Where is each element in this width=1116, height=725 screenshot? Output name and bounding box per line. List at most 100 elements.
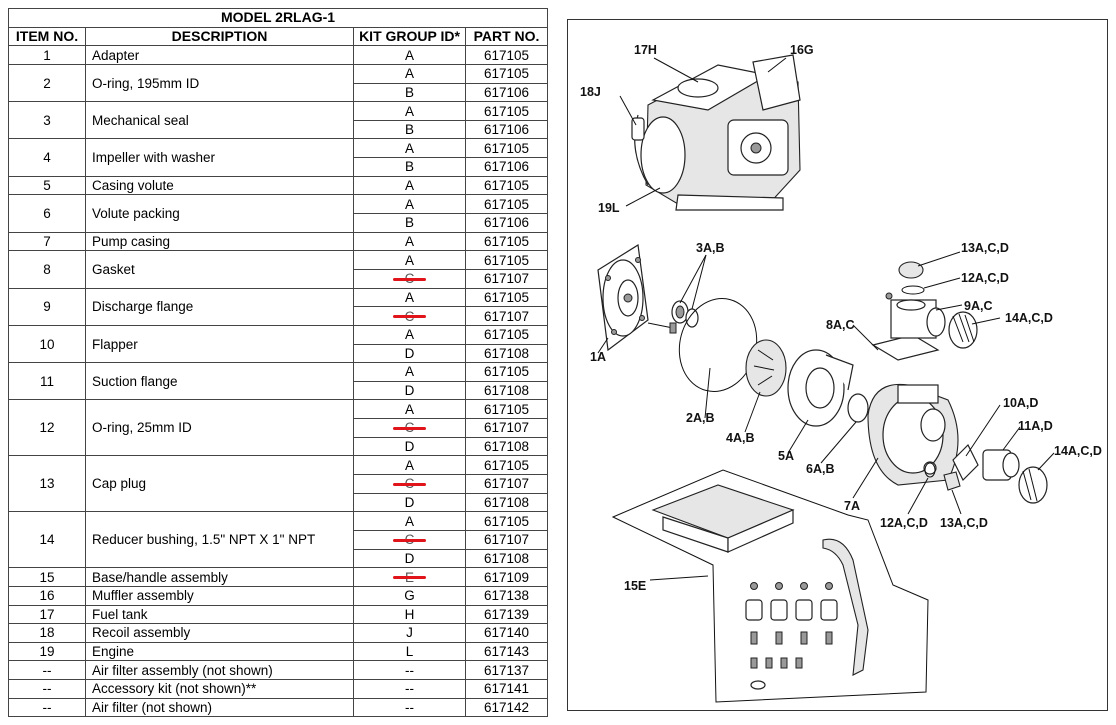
item-no-cell: 4	[8, 138, 86, 177]
description-cell: Accessory kit (not shown)**	[85, 679, 354, 699]
struck-kit-id: C	[392, 271, 426, 287]
base-handle-illustration	[611, 469, 929, 703]
kit-group-cell: A	[353, 287, 466, 308]
part-no-cell: 617139	[464, 604, 549, 625]
kit-group-cell: A	[353, 324, 466, 345]
struck-kit-id: C	[392, 308, 426, 324]
callout-14acd-top: 14A,C,D	[1005, 311, 1053, 325]
kit-group-cell: A	[353, 362, 466, 382]
callout-5a: 5A	[778, 449, 794, 463]
kit-group-cell: B	[353, 157, 466, 177]
item-no-cell: 5	[8, 175, 86, 196]
kit-group-cell: C	[353, 418, 466, 438]
kit-group-cell: D	[353, 343, 466, 364]
description-cell: O-ring, 25mm ID	[85, 399, 354, 457]
suction-flange-illustration	[952, 443, 1048, 504]
kit-group-cell: A	[353, 194, 466, 215]
kit-group-cell: C	[353, 268, 466, 289]
description-cell: Muffler assembly	[85, 585, 354, 606]
part-no-cell: 617108	[464, 548, 549, 569]
model-title: MODEL 2RLAG-1	[7, 8, 549, 28]
item-no-cell: 14	[8, 511, 86, 569]
kit-group-cell: A	[353, 250, 466, 270]
part-no-cell: 617105	[464, 101, 549, 121]
rubber-feet-illustration	[745, 582, 838, 690]
table-row: --Air filter assembly (not shown)--61713…	[8, 660, 549, 681]
description-cell: Flapper	[85, 324, 354, 364]
callout-3ab: 3A,B	[696, 241, 724, 255]
impeller-illustration	[745, 339, 787, 397]
adapter-illustration	[597, 243, 677, 352]
part-no-cell: 617106	[464, 213, 549, 233]
kit-group-cell: B	[353, 119, 466, 140]
item-no-cell: 15	[8, 567, 86, 587]
item-no-cell: --	[8, 660, 86, 681]
cap-plug-low-illustration	[943, 471, 961, 491]
description-cell: Fuel tank	[85, 604, 354, 625]
part-no-cell: 617108	[464, 380, 549, 401]
kit-group-cell: B	[353, 82, 466, 103]
callout-10ad: 10A,D	[1003, 396, 1038, 410]
part-no-cell: 617105	[464, 362, 549, 382]
kit-group-cell: J	[353, 623, 466, 643]
kit-group-cell: H	[353, 604, 466, 625]
small-oring-top-illustration	[901, 285, 925, 295]
part-no-cell: 617107	[464, 306, 549, 326]
leader-lines	[597, 57, 1055, 581]
kit-group-cell: C	[353, 529, 466, 550]
part-no-header: PART NO.	[464, 26, 549, 47]
discharge-flange-illustration	[871, 292, 978, 361]
kit-group-cell: A	[353, 399, 466, 420]
part-no-cell: 617106	[464, 119, 549, 140]
part-no-cell: 617105	[464, 250, 549, 270]
description-cell: Volute packing	[85, 194, 354, 233]
callout-2ab: 2A,B	[686, 411, 714, 425]
part-no-cell: 617107	[464, 268, 549, 289]
description-cell: Suction flange	[85, 362, 354, 401]
callout-17h: 17H	[634, 43, 657, 57]
item-no-cell: 10	[8, 324, 86, 364]
part-no-cell: 617140	[464, 623, 549, 643]
callout-11ad: 11A,D	[1018, 419, 1053, 433]
mechanical-seal-illustration	[671, 300, 699, 328]
kit-group-cell: A	[353, 101, 466, 121]
callout-15e: 15E	[624, 579, 646, 593]
kit-group-cell: D	[353, 492, 466, 513]
kit-group-cell: A	[353, 231, 466, 252]
table-row: --Air filter (not shown)--617142	[8, 697, 549, 718]
exploded-parts-diagram: 17H 16G 18J 19L 3A,B 13A,C,D 12A,C,D 9A,…	[567, 19, 1108, 711]
cap-plug-top-illustration	[898, 261, 924, 279]
callout-13acd-low: 13A,C,D	[940, 516, 988, 530]
struck-kit-id: C	[392, 476, 426, 492]
description-cell: Recoil assembly	[85, 623, 354, 643]
callout-8ac: 8A,C	[826, 318, 854, 332]
kit-group-cell: --	[353, 660, 466, 681]
description-cell: Air filter assembly (not shown)	[85, 660, 354, 681]
part-no-cell: 617105	[464, 399, 549, 420]
engine-illustration	[631, 54, 801, 211]
small-oring-low-illustration	[924, 462, 936, 478]
kit-group-cell: A	[353, 138, 466, 159]
part-no-cell: 617106	[464, 157, 549, 177]
kit-group-cell: D	[353, 548, 466, 569]
description-cell: O-ring, 195mm ID	[85, 63, 354, 103]
part-no-cell: 617108	[464, 343, 549, 364]
part-no-cell: 617137	[464, 660, 549, 681]
kit-group-cell: D	[353, 436, 466, 457]
description-cell: Engine	[85, 641, 354, 662]
kit-group-cell: --	[353, 679, 466, 699]
kit-group-cell: G	[353, 585, 466, 606]
